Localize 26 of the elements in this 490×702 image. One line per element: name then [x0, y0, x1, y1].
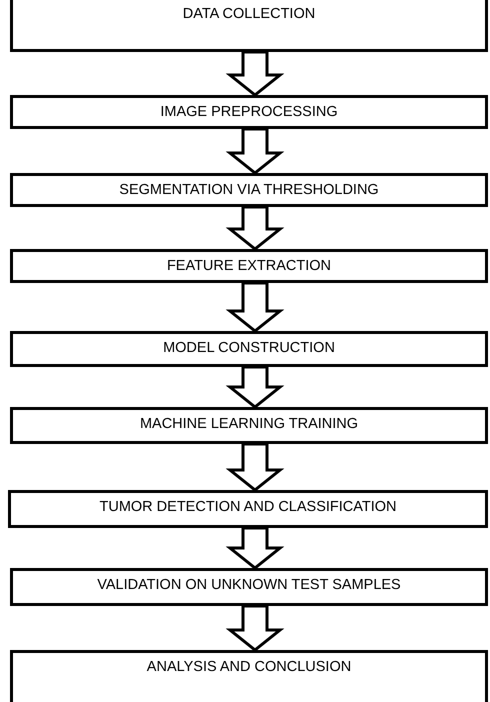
- process-box: [8, 490, 488, 528]
- step-label: VALIDATION ON UNKNOWN TEST SAMPLES: [97, 577, 401, 593]
- process-box: [10, 331, 488, 367]
- block-arrow: [226, 442, 284, 492]
- process-box: [10, 249, 488, 283]
- process-box: [10, 568, 488, 606]
- step-label: MODEL CONSTRUCTION: [163, 340, 335, 356]
- block-arrow: [226, 50, 284, 97]
- process-box: [10, 173, 488, 207]
- step-label: ANALYSIS AND CONCLUSION: [146, 659, 352, 675]
- step-label: MACHINE LEARNING TRAINING: [140, 416, 358, 432]
- step-label: TUMOR DETECTION AND CLASSIFICATION: [99, 499, 396, 515]
- process-box: [10, 95, 488, 129]
- process-box: [10, 407, 488, 444]
- block-arrow: [226, 604, 284, 652]
- block-arrow: [226, 366, 284, 409]
- block-arrow: [226, 128, 284, 175]
- block-arrow: [226, 526, 284, 570]
- step-label: SEGMENTATION VIA THRESHOLDING: [119, 182, 379, 198]
- step-label: IMAGE PREPROCESSING: [160, 104, 338, 120]
- step-label: FEATURE EXTRACTION: [166, 258, 332, 274]
- step-label: DATA COLLECTION: [182, 6, 316, 22]
- process-box: [10, 0, 488, 52]
- process-box: [10, 650, 488, 702]
- block-arrow: [226, 282, 284, 333]
- block-arrow: [226, 206, 284, 251]
